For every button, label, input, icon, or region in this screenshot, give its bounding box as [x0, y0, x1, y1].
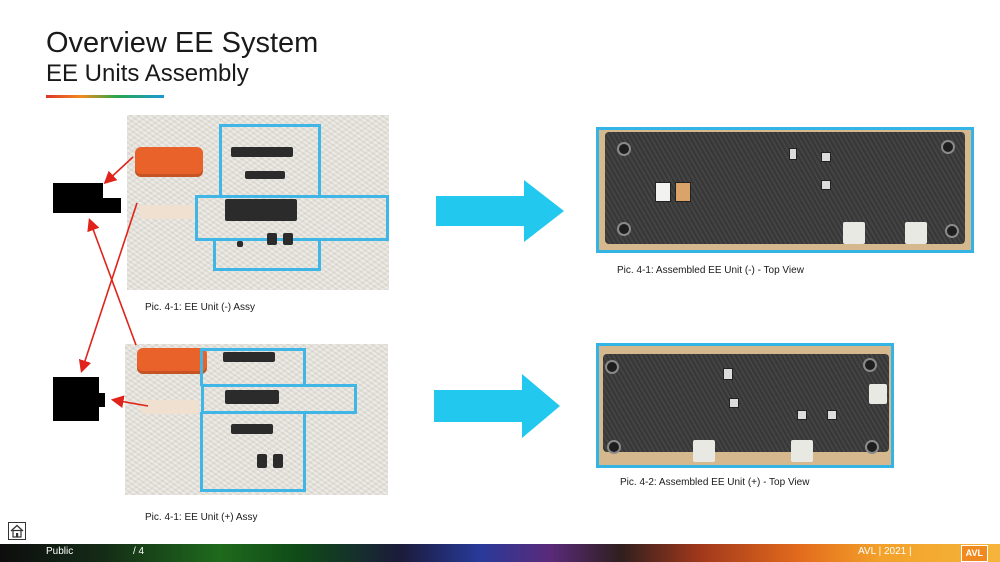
- smd-component: [821, 152, 831, 162]
- slide-title: Overview EE System: [46, 27, 319, 59]
- connector-pin: [675, 182, 691, 202]
- orange-connector-part: [137, 348, 207, 374]
- slide-subtitle: EE Units Assembly: [46, 60, 249, 87]
- terminal-pad: [693, 440, 715, 462]
- chip-part: [257, 454, 267, 468]
- caption-assembled-plus: Pic. 4-2: Assembled EE Unit (+) - Top Vi…: [620, 477, 810, 488]
- frame-part: [245, 171, 285, 179]
- smd-component: [821, 180, 831, 190]
- frame-part: [223, 352, 275, 362]
- ghost-part: [141, 400, 199, 414]
- chip-part: [267, 233, 277, 245]
- orange-connector-part: [135, 147, 203, 177]
- screw: [863, 358, 877, 372]
- ee-unit-minus-assy-photo: [127, 115, 389, 290]
- smd-component: [797, 410, 807, 420]
- smd-component: [729, 398, 739, 408]
- home-icon[interactable]: [8, 522, 26, 540]
- housing-part: [225, 199, 297, 221]
- red-arrow: [78, 202, 138, 374]
- small-part: [237, 241, 243, 247]
- right-arrow-icon: [434, 374, 560, 438]
- unit-housing: [603, 354, 889, 452]
- ghost-part: [139, 205, 199, 219]
- blue-outline-top: [219, 124, 321, 196]
- screw: [607, 440, 621, 454]
- footer-page-number: / 4: [133, 546, 145, 557]
- blue-outline-bottom: [213, 239, 321, 271]
- assembled-ee-unit-plus-photo: [596, 343, 894, 468]
- assembled-ee-unit-minus-photo: [596, 127, 974, 253]
- housing-part: [225, 390, 279, 404]
- avl-logo: AVL: [960, 545, 988, 562]
- blue-outline-top: [200, 348, 306, 386]
- title-underline: [46, 95, 164, 98]
- terminal-pad: [905, 222, 927, 244]
- screw: [945, 224, 959, 238]
- footer-company-year: AVL | 2021 |: [858, 546, 912, 557]
- redacted-block-top-extension: [53, 198, 121, 213]
- screw: [941, 140, 955, 154]
- screw: [865, 440, 879, 454]
- chip-part: [283, 233, 293, 245]
- blue-outline-bottom: [200, 412, 306, 492]
- smd-component: [827, 410, 837, 420]
- smd-component: [723, 368, 733, 380]
- right-arrow-icon: [436, 180, 564, 242]
- chip-part: [273, 454, 283, 468]
- smd-component: [789, 148, 797, 160]
- screw: [617, 222, 631, 236]
- frame-part: [231, 424, 273, 434]
- connector-pin: [655, 182, 671, 202]
- ee-unit-plus-assy-photo: [125, 344, 388, 495]
- screw: [617, 142, 631, 156]
- terminal-pad: [869, 384, 887, 404]
- caption-assy-minus: Pic. 4-1: EE Unit (-) Assy: [145, 302, 256, 313]
- caption-assy-plus: Pic. 4-1: EE Unit (+) Assy: [145, 512, 258, 523]
- blue-outline-middle: [201, 384, 357, 414]
- footer-classification: Public: [46, 546, 74, 557]
- caption-assembled-minus: Pic. 4-1: Assembled EE Unit (-) - Top Vi…: [617, 265, 804, 276]
- red-arrow: [110, 395, 149, 408]
- red-arrow: [87, 217, 137, 346]
- terminal-pad: [843, 222, 865, 244]
- redacted-block-bottom-extension: [53, 393, 105, 407]
- screw: [605, 360, 619, 374]
- frame-part: [231, 147, 293, 157]
- red-arrow: [103, 156, 134, 185]
- terminal-pad: [791, 440, 813, 462]
- footer-bar: Public / 4 AVL | 2021 | AVL: [0, 544, 1000, 562]
